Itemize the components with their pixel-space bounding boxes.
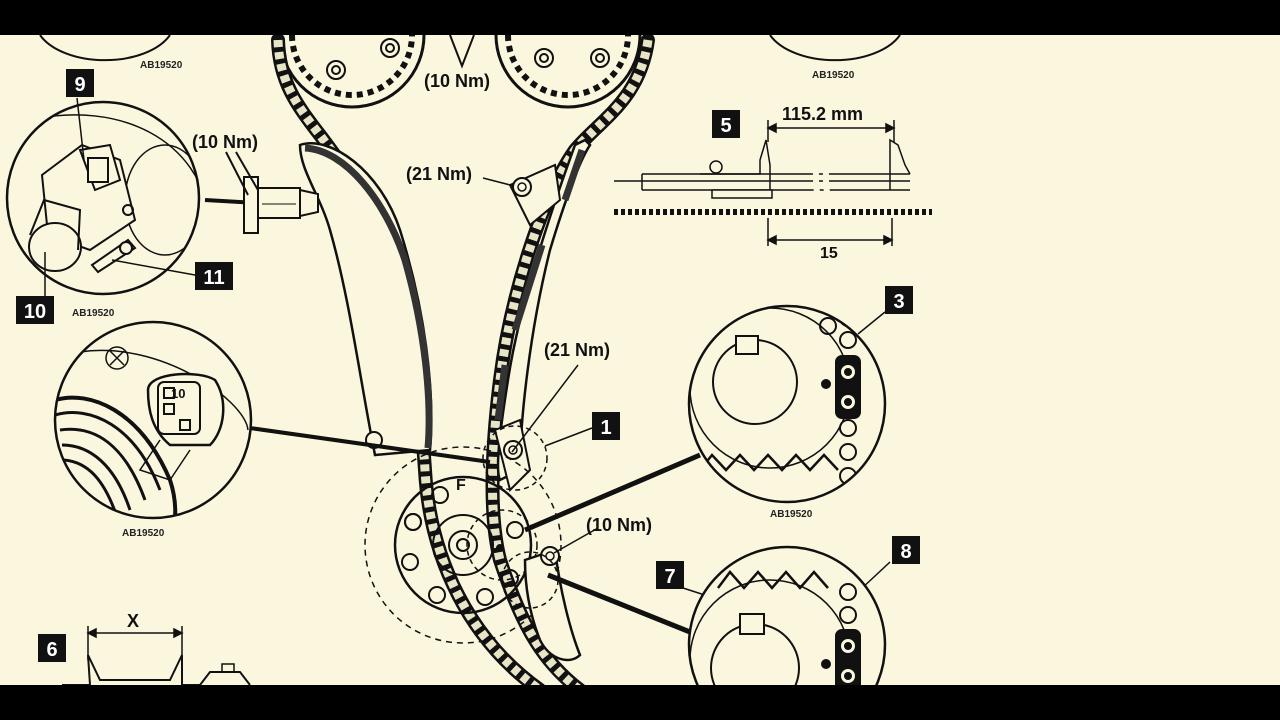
leader-lines bbox=[204, 177, 891, 635]
timing-chain bbox=[271, 35, 655, 685]
sensor-inset: 10 bbox=[53, 320, 253, 520]
dimension-x-label: X bbox=[127, 611, 139, 631]
figure-code: AB19520 bbox=[122, 528, 165, 539]
svg-text:5: 5 bbox=[720, 115, 731, 137]
timing-mark-arrow bbox=[449, 35, 475, 69]
front-mark-label: F bbox=[456, 477, 466, 494]
svg-text:6: 6 bbox=[46, 639, 57, 661]
dimension-x-detail bbox=[62, 626, 251, 685]
torque-label-upper-guide: (21 Nm) bbox=[406, 164, 472, 184]
svg-text:10: 10 bbox=[24, 301, 46, 323]
figure-code: AB19520 bbox=[770, 509, 813, 520]
callout-badge-5: 5 bbox=[712, 110, 740, 138]
callout-badge-3: 3 bbox=[885, 286, 913, 314]
svg-text:3: 3 bbox=[893, 291, 904, 313]
svg-text:1: 1 bbox=[600, 417, 611, 439]
actuator-bolt bbox=[225, 151, 319, 234]
sensor-mark: 10 bbox=[171, 386, 185, 401]
callout-badge-6: 6 bbox=[38, 634, 66, 662]
tensioner-arm bbox=[298, 142, 433, 457]
svg-text:8: 8 bbox=[900, 541, 911, 563]
torque-label-lower-tensioner: (10 Nm) bbox=[586, 515, 652, 535]
chain-stretch-measurement bbox=[614, 120, 932, 246]
svg-text:9: 9 bbox=[74, 74, 85, 96]
timing-mark-inset-lower bbox=[687, 545, 887, 685]
measurement-length-label: 115.2 mm bbox=[782, 104, 863, 124]
callout-badge-10: 10 bbox=[16, 296, 54, 324]
callout-badge-8: 8 bbox=[892, 536, 920, 564]
torque-label-tensioner-pivot: (21 Nm) bbox=[544, 340, 610, 360]
crankshaft-sprocket bbox=[364, 446, 562, 644]
figure-code: AB19520 bbox=[812, 70, 855, 81]
timing-mark-inset-upper bbox=[687, 304, 887, 504]
callout-badge-9: 9 bbox=[66, 69, 94, 97]
figure-code: AB19520 bbox=[72, 308, 115, 319]
top-left-sprocket-partial bbox=[39, 35, 171, 62]
svg-text:11: 11 bbox=[203, 267, 224, 289]
fixed-chain-guide bbox=[494, 138, 592, 482]
exhaust-camshaft-sprocket bbox=[494, 35, 642, 109]
callout-badge-7: 7 bbox=[656, 561, 684, 589]
callout-badge-11: 11 bbox=[195, 262, 233, 290]
diagram-panel: F bbox=[0, 35, 1280, 685]
vct-actuator-inset bbox=[5, 97, 201, 298]
top-right-sprocket-partial bbox=[769, 35, 901, 62]
intake-camshaft-sprocket bbox=[278, 35, 426, 109]
torque-label-actuator: (10 Nm) bbox=[192, 132, 258, 152]
svg-text:7: 7 bbox=[664, 566, 675, 588]
callout-badge-1: 1 bbox=[592, 412, 620, 440]
tensioner-pivot-bolt bbox=[482, 418, 548, 492]
letterbox-bottom bbox=[0, 685, 1280, 720]
figure-code: AB19520 bbox=[140, 60, 183, 71]
timing-chain-diagram: F bbox=[5, 35, 932, 685]
measurement-pitch-label: 15 bbox=[820, 245, 838, 262]
letterbox-top bbox=[0, 0, 1280, 35]
torque-label-top: (10 Nm) bbox=[424, 71, 490, 91]
